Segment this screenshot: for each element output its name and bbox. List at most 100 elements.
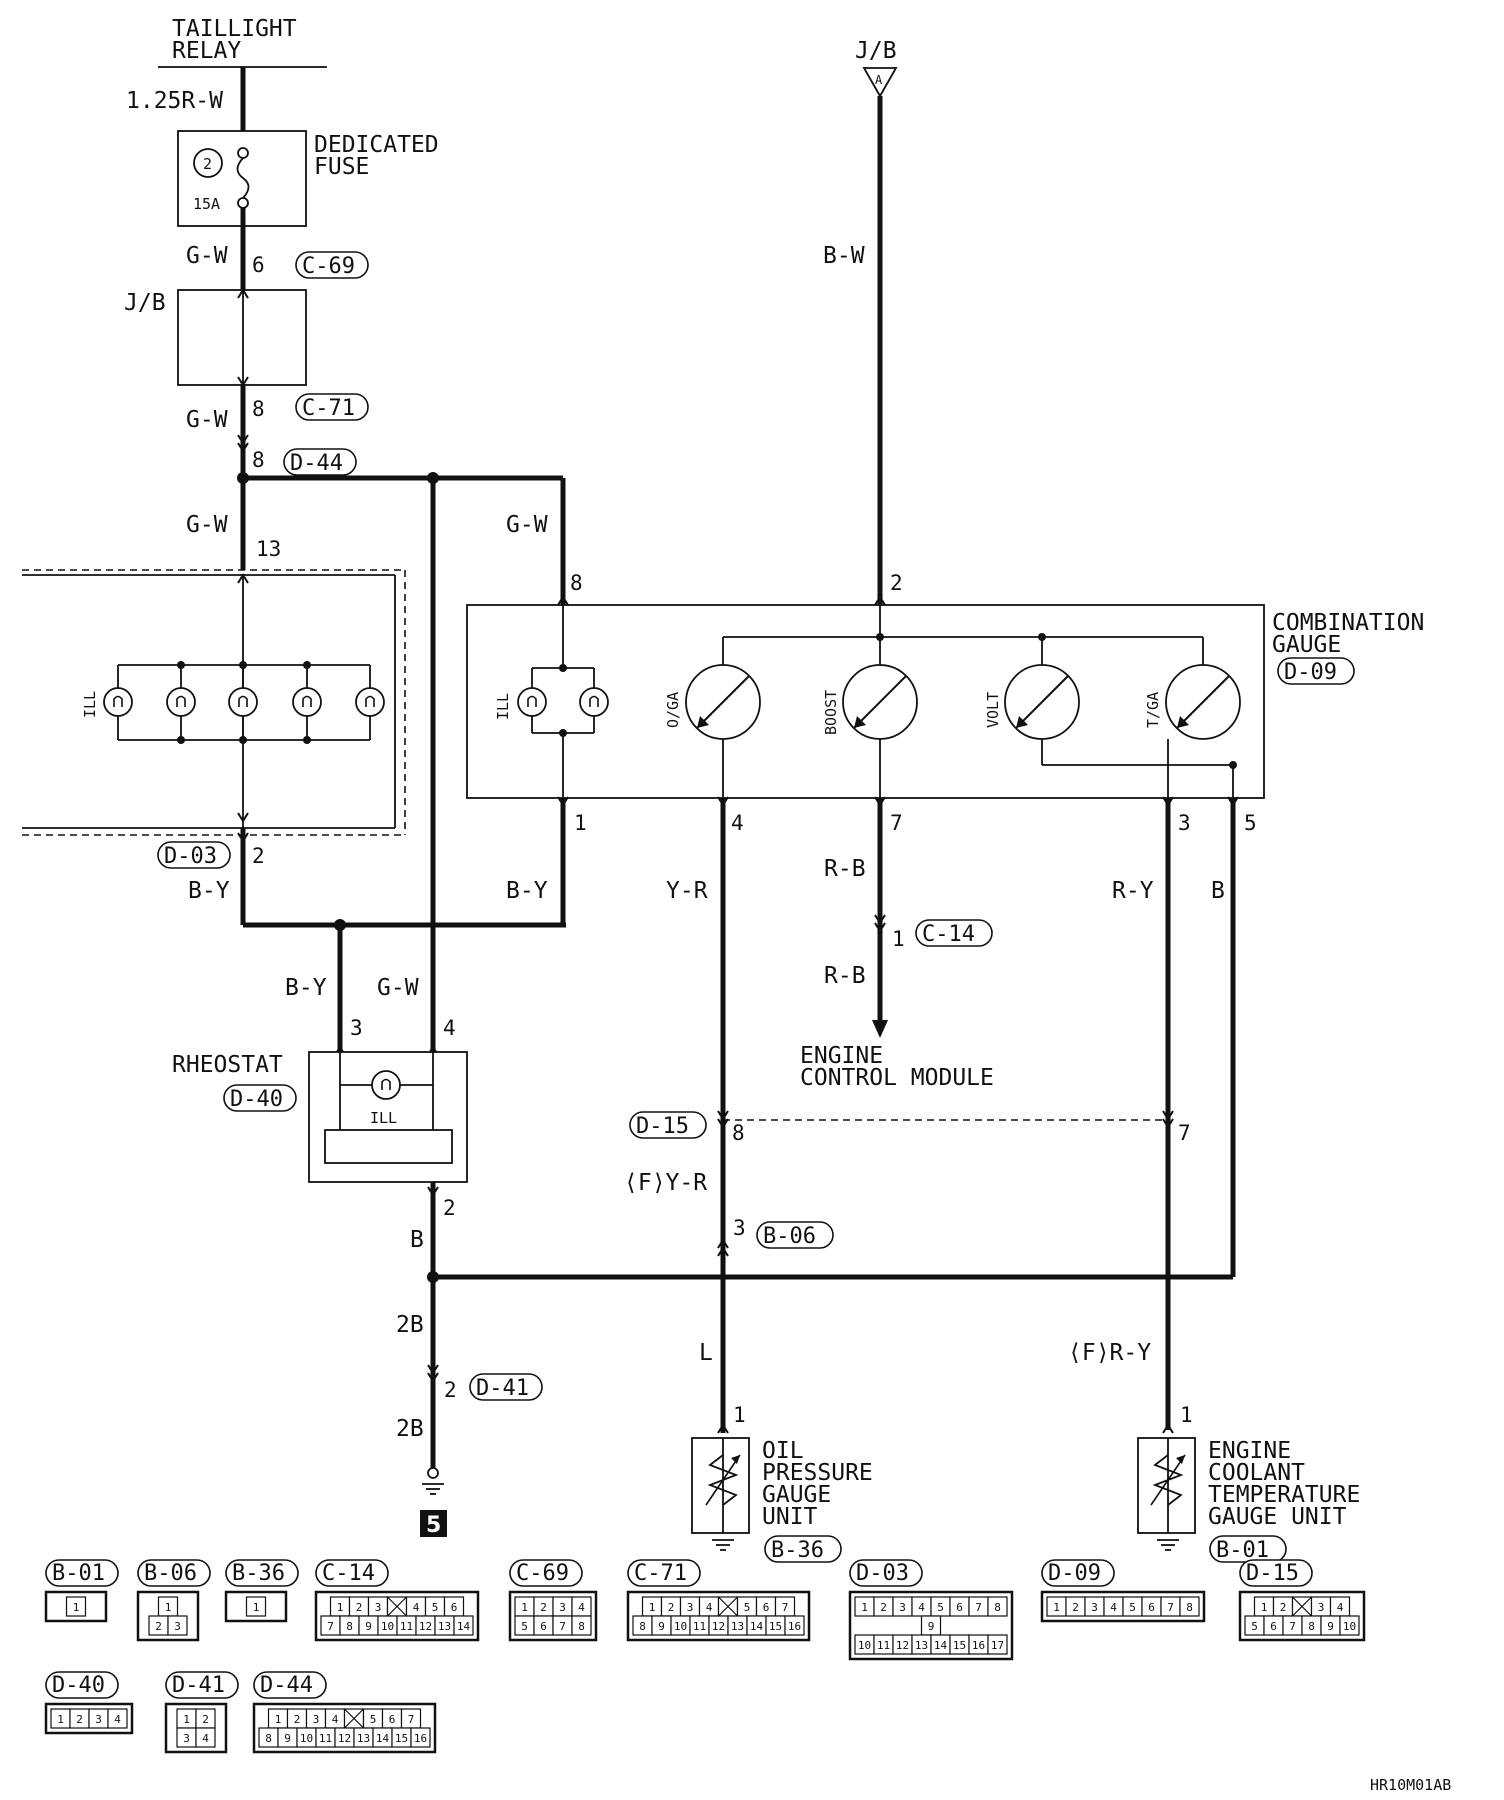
svg-text:5: 5 bbox=[1244, 811, 1257, 835]
taillight-relay: TAILLIGHT RELAY bbox=[158, 16, 327, 68]
svg-text:ILL: ILL bbox=[81, 691, 99, 718]
oil-pressure-gauge-unit: OIL PRESSURE GAUGE UNIT bbox=[691, 1437, 873, 1551]
connector-pin: 2 bbox=[202, 1713, 209, 1726]
svg-text:5: 5 bbox=[426, 1513, 441, 1538]
connector-pin: 7 bbox=[559, 1620, 566, 1633]
connector-pin: 1 bbox=[73, 1601, 80, 1614]
connector-pin: 4 bbox=[332, 1713, 339, 1726]
connector-pin: 9 bbox=[365, 1620, 372, 1633]
connector-view-label: C-14 bbox=[322, 1561, 375, 1586]
connector-pin: 10 bbox=[300, 1732, 313, 1745]
connector-pin: 11 bbox=[693, 1620, 706, 1633]
connector-pin: 2 bbox=[76, 1713, 83, 1726]
connector-pin: 9 bbox=[1327, 1620, 1334, 1633]
wire-label: 1.25R-W bbox=[126, 88, 223, 114]
svg-text:15A: 15A bbox=[193, 195, 220, 213]
connector-pin: 5 bbox=[1129, 1601, 1136, 1614]
svg-text:13: 13 bbox=[256, 537, 281, 561]
connector-pin: 3 bbox=[313, 1713, 320, 1726]
connector-pin: 16 bbox=[972, 1639, 985, 1652]
connector-d40: D-40 bbox=[223, 1084, 297, 1112]
ground-icon bbox=[1156, 1539, 1180, 1551]
connector-pin: 4 bbox=[1110, 1601, 1117, 1614]
svg-text:8: 8 bbox=[252, 397, 265, 421]
connector-view-label: D-15 bbox=[1246, 1561, 1299, 1586]
connector-pin: 3 bbox=[183, 1732, 190, 1745]
svg-text:DEDICATED: DEDICATED bbox=[314, 132, 439, 158]
wire-label: ⟨F⟩Y-R bbox=[624, 1170, 707, 1196]
svg-text:2: 2 bbox=[252, 844, 265, 868]
connector-view-label: B-01 bbox=[52, 1561, 105, 1586]
connector-view-b-01: B-01 1 bbox=[44, 1559, 119, 1623]
connector-pin: 8 bbox=[639, 1620, 646, 1633]
connector-pin: 6 bbox=[1148, 1601, 1155, 1614]
engine-control-module: ENGINE CONTROL MODULE bbox=[800, 1043, 994, 1091]
wire-label: R-Y bbox=[1112, 878, 1154, 904]
lamp-icon bbox=[292, 687, 322, 717]
connector-pin: 1 bbox=[1261, 1601, 1268, 1614]
svg-text:GAUGE: GAUGE bbox=[762, 1482, 831, 1508]
connector-pin: 6 bbox=[1270, 1620, 1277, 1633]
wire-label: ⟨F⟩R-Y bbox=[1068, 1340, 1151, 1366]
svg-text:C-14: C-14 bbox=[922, 922, 975, 947]
connector-pin: 2 bbox=[155, 1620, 162, 1633]
connector-pin: 16 bbox=[788, 1620, 801, 1633]
connector-d03: D-03 bbox=[157, 841, 231, 869]
connector-pin: 12 bbox=[338, 1732, 351, 1745]
svg-text:ENGINE: ENGINE bbox=[1208, 1438, 1291, 1464]
connector-pin: 1 bbox=[253, 1601, 260, 1614]
connector-pin: 2 bbox=[294, 1713, 301, 1726]
connector-pin: 7 bbox=[975, 1601, 982, 1614]
connector-b01: B-01 bbox=[1209, 1535, 1287, 1563]
connector-view-label: D-09 bbox=[1048, 1561, 1101, 1586]
wire-label: B bbox=[410, 1227, 424, 1253]
connector-pin: 4 bbox=[706, 1601, 713, 1614]
connector-d09: D-09 bbox=[1277, 657, 1355, 685]
lamp-icon bbox=[579, 687, 609, 717]
connector-pin: 6 bbox=[540, 1620, 547, 1633]
connector-pin: 14 bbox=[934, 1639, 948, 1652]
svg-text:1: 1 bbox=[1180, 1403, 1193, 1427]
connector-pin: 6 bbox=[389, 1713, 396, 1726]
connector-pin: 14 bbox=[376, 1732, 390, 1745]
svg-text:D-41: D-41 bbox=[476, 1376, 529, 1401]
svg-text:8: 8 bbox=[252, 448, 265, 472]
svg-text:D-03: D-03 bbox=[164, 844, 217, 869]
svg-text:TAILLIGHT: TAILLIGHT bbox=[172, 16, 297, 42]
connector-pin: 15 bbox=[953, 1639, 966, 1652]
connector-pin: 4 bbox=[202, 1732, 209, 1745]
svg-text:4: 4 bbox=[443, 1016, 456, 1040]
connector-pin: 1 bbox=[1053, 1601, 1060, 1614]
connector-view-label: D-44 bbox=[260, 1673, 313, 1698]
connector-pin: 1 bbox=[275, 1713, 282, 1726]
connector-pin: 7 bbox=[408, 1713, 415, 1726]
wire-label: B bbox=[1211, 878, 1225, 904]
svg-text:6: 6 bbox=[252, 253, 265, 277]
svg-text:OIL: OIL bbox=[762, 1438, 804, 1464]
connector-pin: 3 bbox=[174, 1620, 181, 1633]
connector-pin: 4 bbox=[114, 1713, 121, 1726]
connector-view-label: B-06 bbox=[144, 1561, 197, 1586]
svg-text:D-09: D-09 bbox=[1284, 660, 1337, 685]
svg-text:B-36: B-36 bbox=[771, 1538, 824, 1563]
wire-label: Y-R bbox=[666, 878, 708, 904]
connector-pin: 5 bbox=[744, 1601, 751, 1614]
svg-text:ILL: ILL bbox=[370, 1109, 397, 1127]
svg-text:1: 1 bbox=[733, 1403, 746, 1427]
connector-pin: 3 bbox=[375, 1601, 382, 1614]
connector-pin: 3 bbox=[899, 1601, 906, 1614]
wire-label: G-W bbox=[186, 243, 228, 269]
connector-pin: 2 bbox=[1072, 1601, 1079, 1614]
lamp-icon bbox=[371, 1070, 401, 1100]
svg-text:COOLANT: COOLANT bbox=[1208, 1460, 1305, 1486]
lamp-icon bbox=[355, 687, 385, 717]
svg-text:D-44: D-44 bbox=[290, 451, 343, 476]
